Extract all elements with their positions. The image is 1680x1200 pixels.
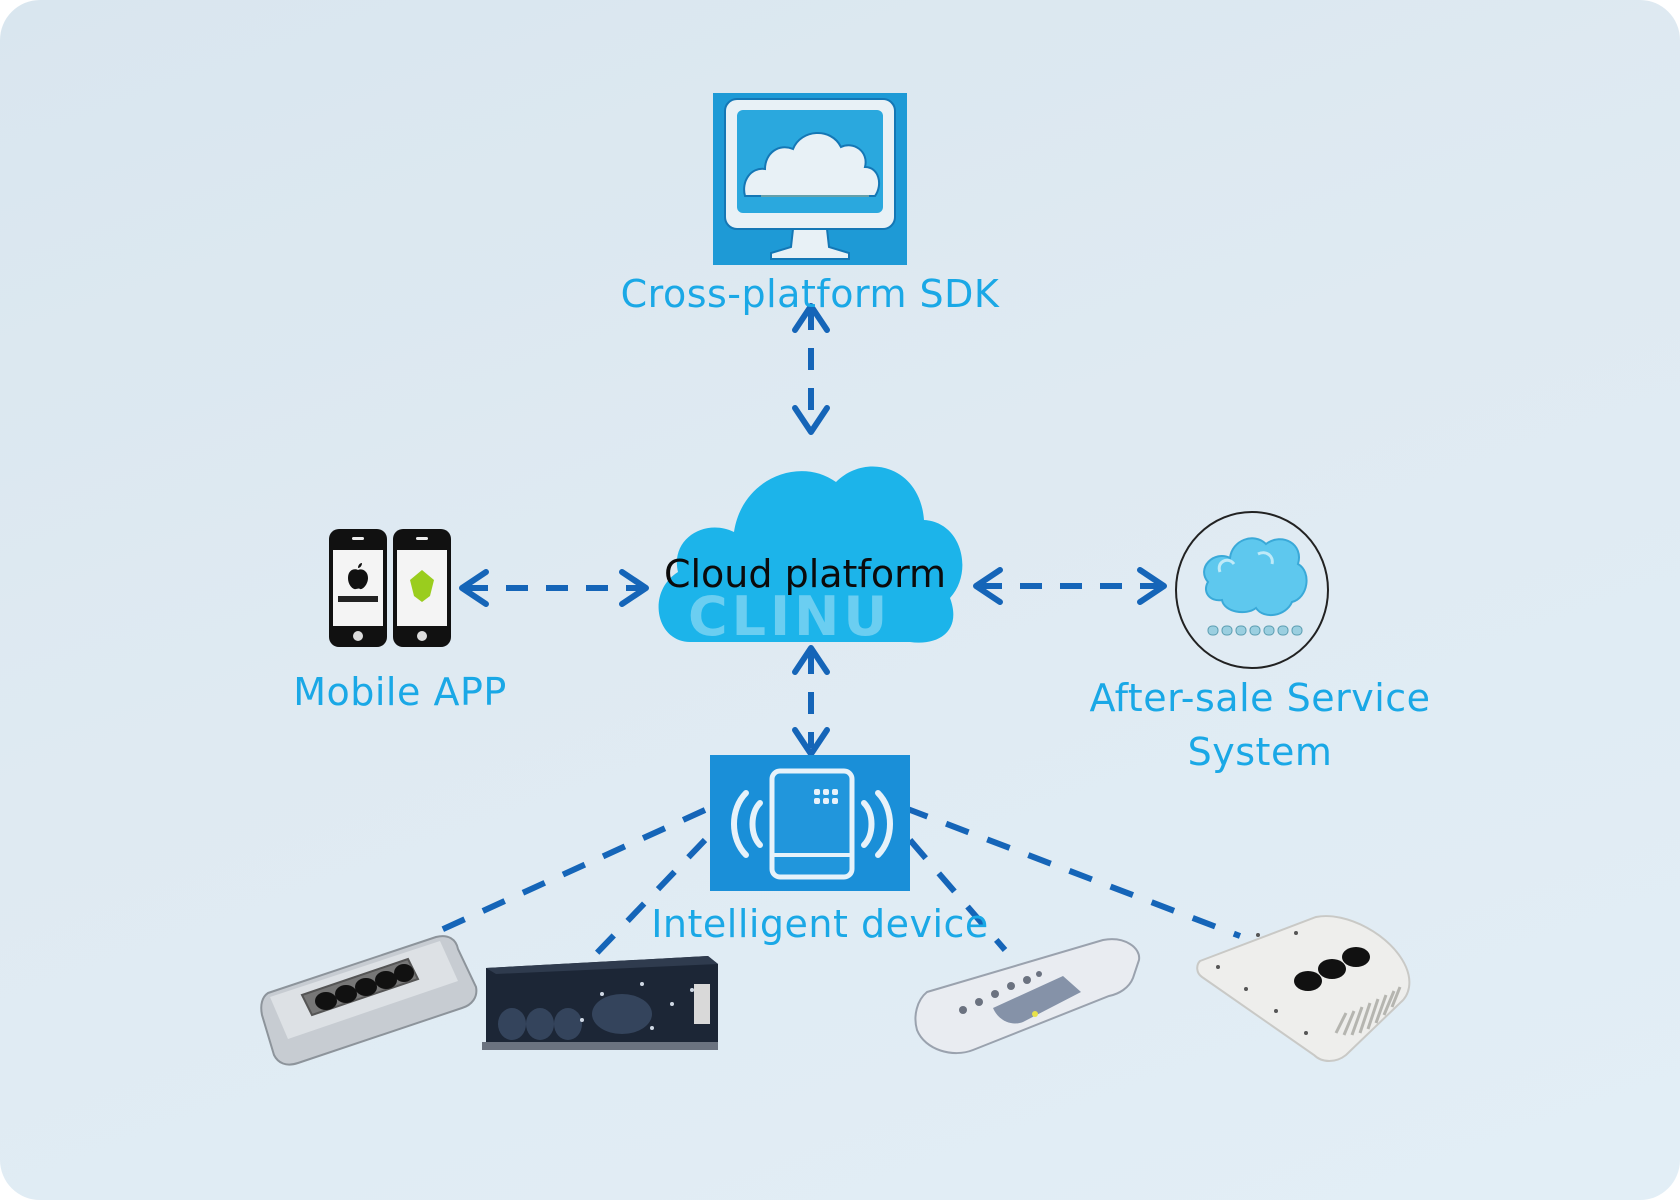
after-sale-label-line2: System <box>1187 730 1333 774</box>
android-logo-icon <box>410 570 434 602</box>
cloud-platform-node[interactable] <box>650 442 970 648</box>
wireless-device-icon <box>710 755 910 891</box>
intelligent-device-node[interactable] <box>710 755 910 891</box>
service-cloud-icon <box>1175 511 1329 669</box>
after-sale-node[interactable] <box>1174 510 1330 670</box>
ac-unit-icon <box>914 938 1141 1055</box>
duct-unit-icon <box>482 956 718 1050</box>
edge-device-roofac <box>428 807 707 938</box>
arrowhead-cloud-bottom <box>792 645 830 675</box>
ac-unit-icon <box>260 935 478 1066</box>
arrowhead-sdk-top <box>792 303 830 333</box>
smartphones-icon <box>329 529 451 647</box>
device-white-ac[interactable] <box>1196 915 1414 1063</box>
ac-unit-icon <box>1196 915 1411 1062</box>
arrowhead-aftersale-right <box>1137 567 1167 605</box>
intelligent-device-label: Intelligent device <box>651 902 989 946</box>
arrowhead-cloud-right <box>973 567 1003 605</box>
arrowhead-device-top <box>792 727 830 757</box>
edge-device-whiteac <box>903 805 1242 939</box>
mobile-app-label: Mobile APP <box>293 670 507 714</box>
sdk-label: Cross-platform SDK <box>620 272 1000 316</box>
mobile-app-node[interactable] <box>328 528 454 648</box>
cloud-platform-label: Cloud platform <box>663 552 947 596</box>
apple-logo-icon <box>348 563 368 590</box>
arrowhead-mobile-left <box>459 569 489 607</box>
monitor-cloud-icon <box>713 93 907 265</box>
edge-device-duct <box>592 837 708 958</box>
watermark-logo: CLINU <box>688 585 892 648</box>
device-slim-ac[interactable] <box>913 938 1143 1056</box>
arrowhead-cloud-top <box>792 405 830 435</box>
cloud-icon <box>658 466 963 643</box>
after-sale-label-line1: After-sale Service <box>1089 676 1431 720</box>
arrowhead-cloud-left <box>619 569 649 607</box>
sdk-node[interactable] <box>713 93 907 265</box>
device-roof-ac-silver[interactable] <box>258 935 478 1070</box>
device-duct-unit-dark[interactable] <box>482 954 722 1054</box>
